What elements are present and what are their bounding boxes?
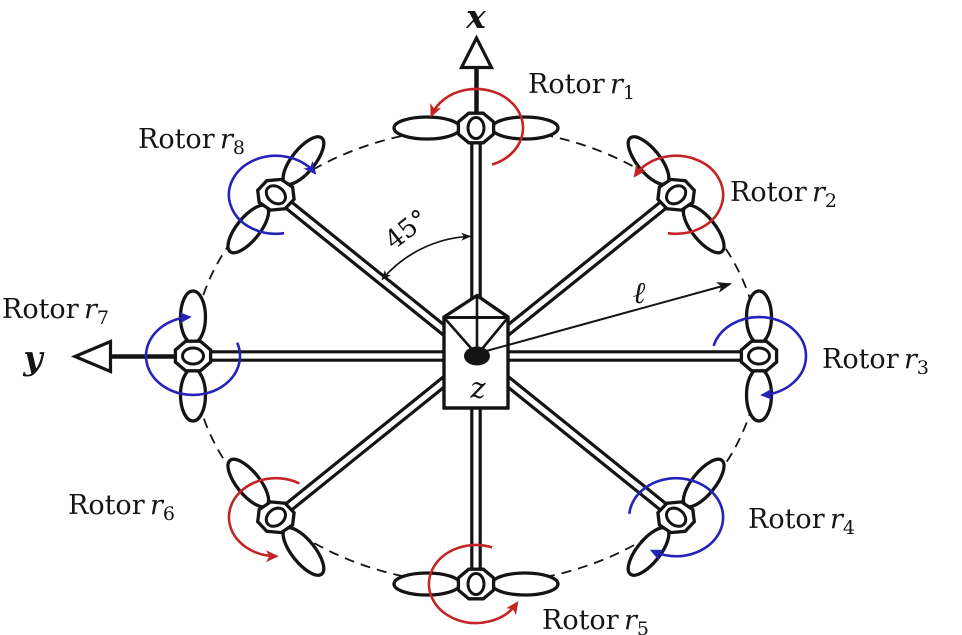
rotor-r7 — [173, 289, 213, 423]
rotor-r4-spin-arrow-cw-icon — [628, 476, 725, 561]
y-axis-label: y — [22, 338, 45, 377]
rotor-r3-spin-arrow-cw-icon — [712, 315, 808, 401]
rotor-r8-hub-center — [264, 184, 287, 206]
arm-length-arrow — [478, 282, 732, 354]
x-axis-arrowhead-icon — [458, 34, 495, 70]
rotor-r8-label: Rotor r8 — [138, 124, 245, 159]
rotor-r7-hub-center — [181, 346, 205, 366]
rotor-r1-label: Rotor r1 — [528, 69, 635, 104]
arm-r3 — [476, 350, 759, 362]
rotor-r6-label: Rotor r6 — [68, 490, 175, 525]
y-axis-arrowhead-icon — [70, 339, 113, 374]
rotor-r6 — [226, 457, 326, 577]
rotors — [144, 87, 808, 625]
rotor-r8-spin-arrow-cw-icon — [227, 154, 317, 236]
rotor-r2-spin-arrow-ccw-icon — [633, 154, 725, 236]
rotor-r8 — [226, 135, 326, 255]
rotor-r4-hub-center — [665, 506, 688, 528]
angle-45-arc — [381, 232, 472, 281]
rotor-r7-label: Rotor r7 — [2, 294, 109, 329]
rotor-r5-blade — [392, 571, 462, 597]
labels: x y z 45° ℓ Rotor r1 Rotor r2 Rotor r3 Roto… — [2, 0, 929, 635]
body-frame — [442, 293, 510, 410]
arm-r7 — [193, 350, 476, 362]
z-axis-dot — [464, 346, 490, 366]
rotor-r2 — [626, 135, 726, 255]
rotor-r3-label: Rotor r3 — [822, 344, 929, 379]
rotor-r7-spin-arrow-cw-icon — [144, 311, 242, 397]
rotor-r1-blade — [392, 115, 462, 141]
rotor-r1 — [392, 111, 560, 145]
rotor-r1-hub-center — [466, 116, 486, 140]
rotor-r6-hub-center — [264, 506, 287, 528]
rotor-r2-label: Rotor r2 — [730, 177, 837, 212]
rotor-r6-spin-arrow-ccw-icon — [227, 476, 300, 563]
rotor-r5-hub-center — [466, 572, 486, 596]
rotor-r1-spin-arrow-ccw-icon — [430, 87, 525, 166]
rotor-r5-label: Rotor r5 — [542, 605, 649, 635]
rotor-r5 — [392, 567, 560, 601]
rotor-r3 — [739, 289, 779, 423]
rotor-r1-blade — [490, 115, 560, 141]
rotor-r5-spin-arrow-ccw-icon — [427, 543, 519, 625]
rotor-r2-hub-center — [665, 184, 688, 206]
rotor-r5-blade — [490, 571, 560, 597]
rotor-r4-label: Rotor r4 — [748, 504, 855, 539]
rotor-r3-hub-center — [747, 346, 771, 366]
x-axis-label: x — [465, 0, 486, 36]
z-axis-label: z — [469, 371, 486, 405]
arm-length-label: ℓ — [633, 276, 646, 311]
rotor-r4 — [626, 457, 726, 577]
angle-45-label: 45° — [380, 204, 435, 256]
